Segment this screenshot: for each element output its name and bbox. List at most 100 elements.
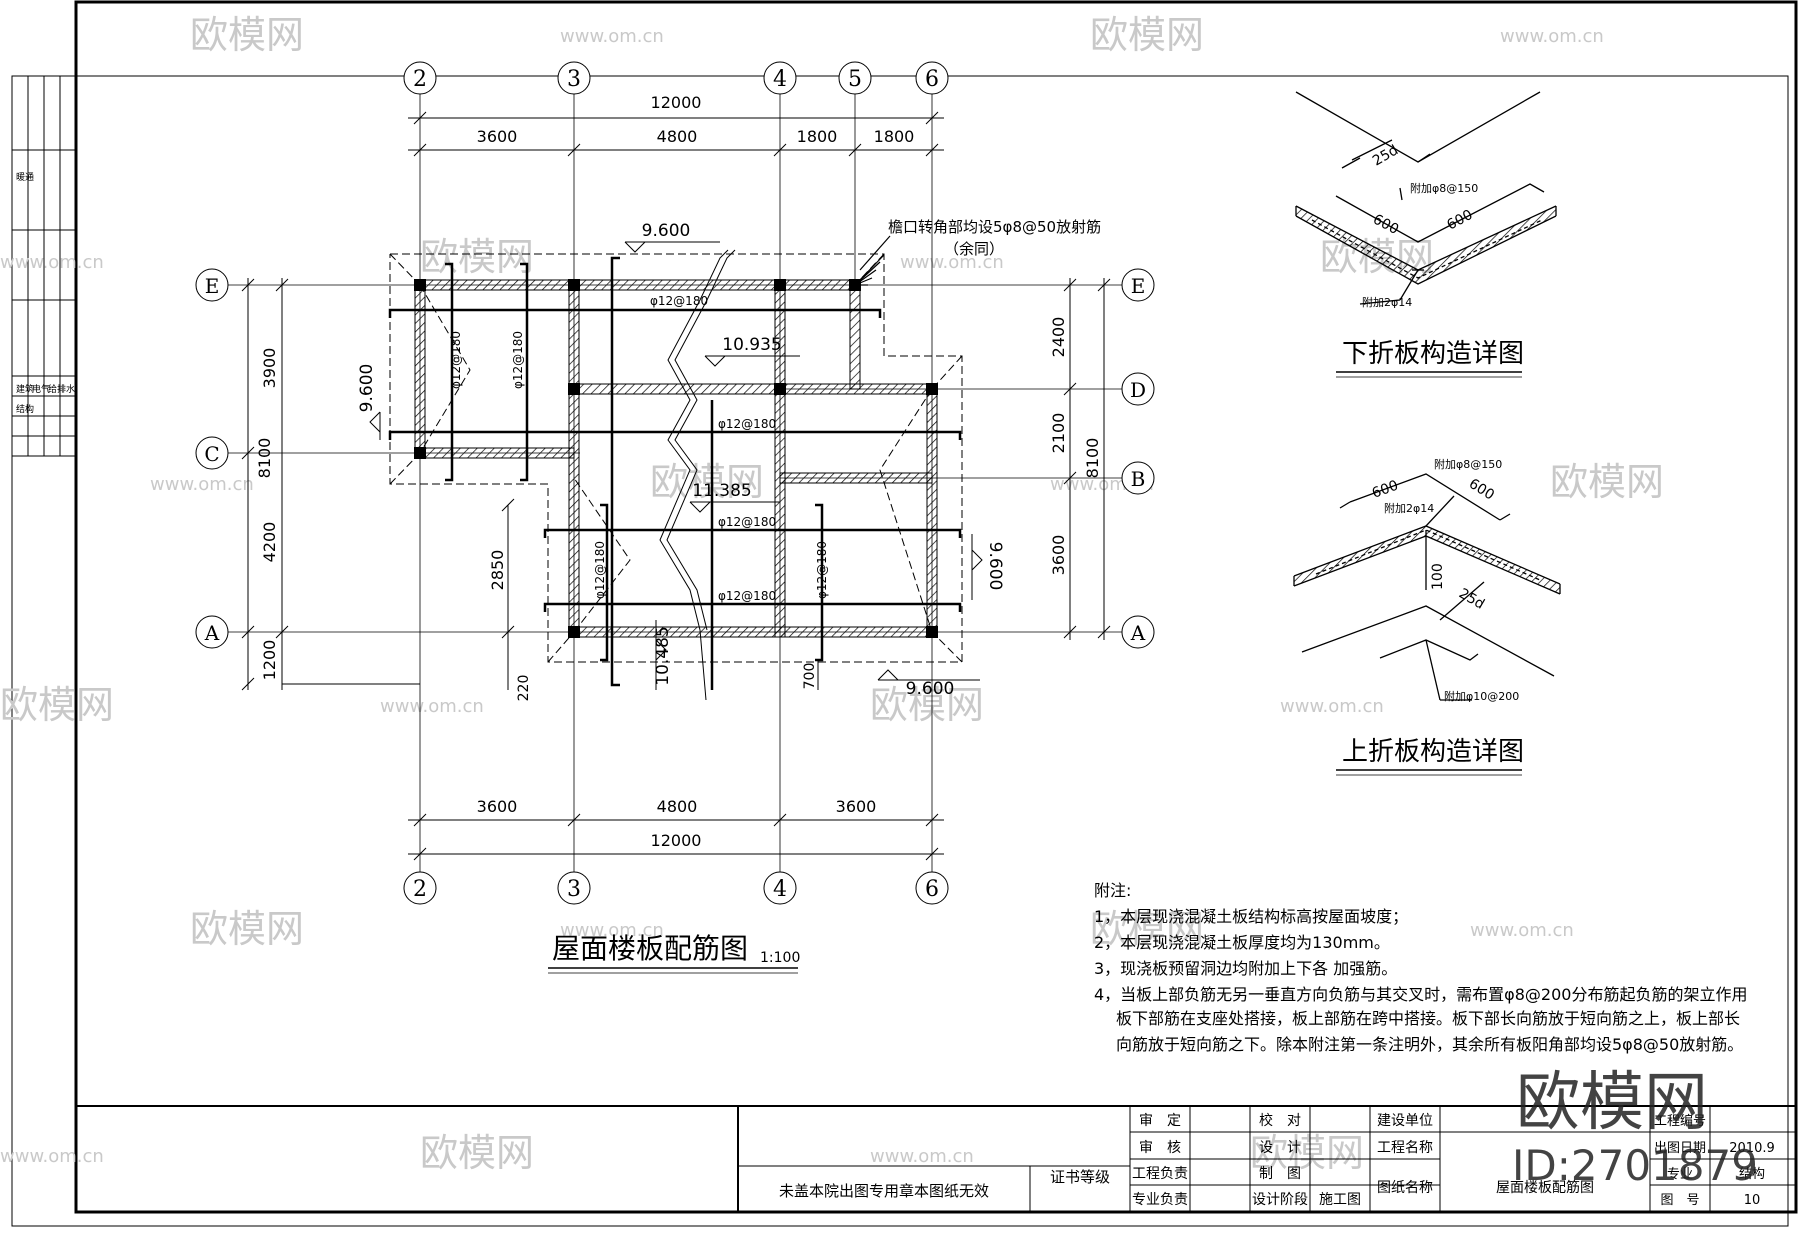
tb-label: 出图日期 bbox=[1654, 1141, 1706, 1156]
rebar-label: φ12@180 bbox=[815, 541, 829, 599]
tb-label: 专业负责 bbox=[1132, 1192, 1188, 1208]
elevation-label: 10.485 bbox=[653, 626, 673, 685]
main-title: 屋面楼板配筋图 bbox=[552, 932, 748, 965]
tb-value: 结构 bbox=[1739, 1167, 1765, 1182]
axis-label-right: E bbox=[1131, 274, 1146, 298]
right-axis-bubbles: E D B A bbox=[1121, 268, 1155, 649]
sidebar-label-1: 建筑 bbox=[16, 383, 34, 395]
title-block-frame bbox=[76, 1105, 1796, 1212]
watermark-brand: 欧模网 bbox=[420, 1131, 534, 1175]
watermark-site: www.om.cn bbox=[1470, 920, 1574, 941]
rebar-label: φ12@180 bbox=[718, 515, 776, 529]
rebar-label: φ12@180 bbox=[593, 541, 607, 599]
dim-left-part: 4200 bbox=[260, 522, 279, 563]
watermark-brand-large: 欧模网 bbox=[1516, 1066, 1708, 1140]
top-dimensions bbox=[408, 111, 944, 157]
watermark-site: www.om.cn bbox=[0, 252, 104, 273]
title-block-text: 未盖本院出图专用章本图纸无效 证书等级 审 定 审 核 工程负责 专业负责 校 … bbox=[779, 1112, 1775, 1208]
sidebar-label-5: 暖通 bbox=[16, 171, 34, 183]
tb-value: 2010.9 bbox=[1729, 1141, 1775, 1156]
axis-label-top: 3 bbox=[567, 67, 581, 92]
dim-right-part: 2400 bbox=[1049, 317, 1068, 358]
axis-label-right: A bbox=[1130, 621, 1146, 645]
dim-top-part: 3600 bbox=[477, 127, 518, 146]
watermark-brand: 欧模网 bbox=[190, 907, 304, 951]
detail-upper-len2: 600 bbox=[1466, 476, 1497, 504]
rebar-labels: φ12@180 φ12@180 φ12@180 φ12@180 φ12@180 … bbox=[449, 294, 829, 603]
sidebar-table bbox=[11, 75, 77, 457]
top-axis-bubbles: 2 3 4 5 6 bbox=[403, 61, 949, 95]
watermark-brand: 欧模网 bbox=[1090, 13, 1204, 57]
detail-lower-25d: 25d bbox=[1370, 142, 1401, 169]
notes-line: 3，现浇板预留洞边均附加上下各 加强筋。 bbox=[1094, 959, 1397, 978]
rebar-label: φ12@180 bbox=[650, 294, 708, 308]
watermark-site: www.om.cn bbox=[1280, 696, 1384, 717]
dim-top-part: 4800 bbox=[657, 127, 698, 146]
notes-line: 板下部筋在支座处搭接，板上部筋在跨中搭接。板下部长向筋放于短向筋之上，板上部长 bbox=[1116, 1009, 1740, 1028]
watermark-brand: 欧模网 bbox=[1250, 1131, 1364, 1175]
tb-label: 审 定 bbox=[1139, 1113, 1181, 1129]
axis-label-top: 2 bbox=[413, 67, 427, 92]
sheet-inner-border bbox=[74, 0, 1798, 1214]
notes: 附注: 1，本层现浇混凝土板结构标高按屋面坡度； 2，本层现浇混凝土板厚度均为1… bbox=[1094, 881, 1747, 1054]
elevation-label: 10.935 bbox=[722, 335, 781, 355]
sidebar-label-2: 结构 bbox=[16, 403, 34, 415]
detail-upper-bar1: 附加φ8@150 bbox=[1434, 457, 1502, 471]
dim-top-total: 12000 bbox=[651, 93, 702, 112]
tb-label: 制 图 bbox=[1259, 1166, 1301, 1182]
sidebar-labels: 建筑 结构 电气 给排水 暖通 bbox=[16, 171, 75, 415]
detail-upper-25d: 25d bbox=[1456, 586, 1487, 613]
axis-label-left: A bbox=[204, 621, 220, 645]
dim-right-part: 2100 bbox=[1049, 413, 1068, 454]
watermark-brand: 欧模网 bbox=[1090, 907, 1204, 951]
elevation-markers bbox=[369, 241, 983, 690]
dim-top-part: 1800 bbox=[797, 127, 838, 146]
watermark-site: www.om.cn bbox=[0, 1146, 104, 1167]
elevation-label: 9.600 bbox=[357, 364, 377, 413]
detail-upper-fill bbox=[1294, 526, 1560, 594]
dim-left-total: 8100 bbox=[255, 438, 274, 479]
notes-line: 4，当板上部负筋无另一垂直方向负筋与其交叉时，需布置φ8@200分布筋起负筋的架… bbox=[1094, 985, 1747, 1004]
dim-bottom-part: 3600 bbox=[477, 797, 518, 816]
axis-label-top: 4 bbox=[773, 67, 787, 92]
detail-lower-bar2: 附加2φ14 bbox=[1362, 295, 1412, 309]
callout-text: 檐口转角部均设5φ8@50放射筋 bbox=[888, 218, 1101, 236]
watermark-site: www.om.cn bbox=[1500, 26, 1604, 47]
dim-left-part: 1200 bbox=[260, 640, 279, 681]
detail-lower-title: 下折板构造详图 bbox=[1342, 339, 1524, 369]
dim-right-total: 8100 bbox=[1083, 438, 1102, 479]
dim-bottom-total: 12000 bbox=[651, 831, 702, 850]
left-axis-bubbles: E C A bbox=[195, 268, 229, 649]
watermark-brand: 欧模网 bbox=[1550, 460, 1664, 504]
watermark-site: www.om.cn bbox=[900, 252, 1004, 273]
tb-label: 校 对 bbox=[1259, 1112, 1301, 1129]
watermark-brand: 欧模网 bbox=[190, 13, 304, 57]
watermark-site: www.om.cn bbox=[870, 1146, 974, 1167]
tb-cert: 证书等级 bbox=[1050, 1168, 1110, 1186]
rebar-label: φ12@180 bbox=[511, 331, 525, 389]
dim-inner: 220 bbox=[516, 675, 532, 702]
watermark-site: www.om.cn bbox=[380, 696, 484, 717]
bottom-axis-bubbles: 2 3 4 6 bbox=[403, 871, 949, 905]
detail-upper-100: 100 bbox=[1430, 563, 1446, 590]
detail-upper-bar2: 附加2φ14 bbox=[1384, 501, 1434, 515]
columns bbox=[414, 279, 938, 638]
detail-lower-len2: 600 bbox=[1444, 207, 1475, 234]
dim-top-part: 1800 bbox=[874, 127, 915, 146]
dim-inner: 2850 bbox=[488, 550, 507, 591]
rebar-label: φ12@180 bbox=[449, 331, 463, 389]
watermark-brand: 欧模网 bbox=[0, 683, 114, 727]
detail-lower-bar1: 附加φ8@150 bbox=[1410, 181, 1478, 195]
tb-label: 工程名称 bbox=[1377, 1140, 1433, 1156]
tb-label: 工程负责 bbox=[1132, 1166, 1188, 1182]
notes-line: 1，本层现浇混凝土板结构标高按屋面坡度； bbox=[1094, 907, 1408, 926]
rebar-label: φ12@180 bbox=[718, 417, 776, 431]
watermark-brand: 欧模网 bbox=[650, 460, 764, 504]
callout-text: （余同） bbox=[944, 240, 1004, 258]
tb-value: 10 bbox=[1744, 1193, 1761, 1208]
inner-dimensions bbox=[501, 498, 819, 690]
radial-rebar bbox=[854, 235, 891, 286]
sheet-outer-border bbox=[11, 75, 1789, 1227]
main-scale: 1:100 bbox=[760, 950, 800, 966]
left-dimensions bbox=[241, 278, 420, 691]
